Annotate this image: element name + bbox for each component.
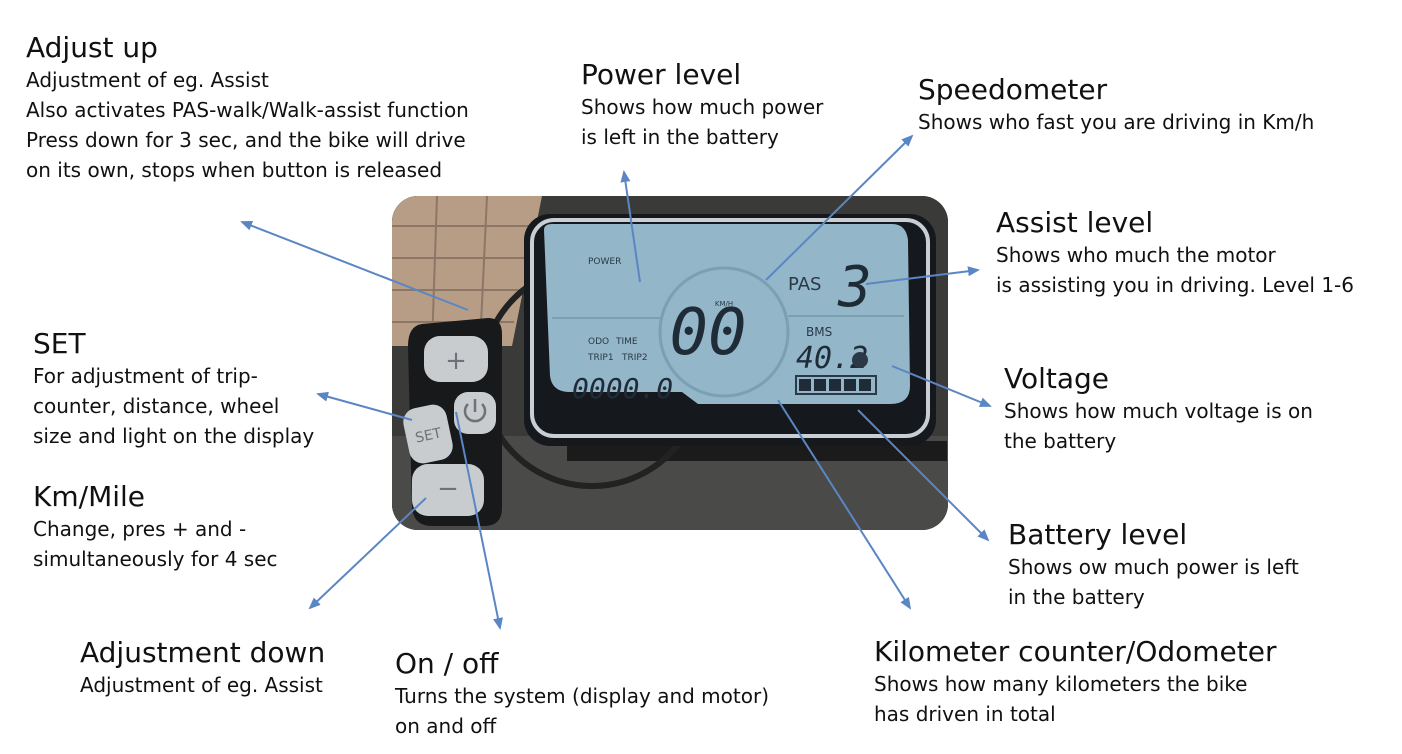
callout-adjustment-down-desc: Adjustment of eg. Assist — [80, 670, 325, 700]
callout-power-level: Power level Shows how much power is left… — [581, 58, 823, 152]
display-illustration: POWER KM/H 00 PAS 3 BMS 40.2 ODO TIME TR… — [392, 196, 948, 530]
battery-outline — [795, 375, 877, 395]
callout-set-line: For adjustment of trip- — [33, 364, 258, 388]
callout-speedometer-desc: Shows who fast you are driving in Km/h — [918, 107, 1314, 137]
battery-segment — [859, 379, 871, 391]
callout-battery-level: Battery level Shows ow much power is lef… — [1008, 518, 1299, 612]
lcd-pas-label: PAS — [788, 274, 821, 295]
callout-power-level-desc: Shows how much power is left in the batt… — [581, 92, 823, 152]
callout-assist-level-desc: Shows who much the motor is assisting yo… — [996, 240, 1354, 300]
callout-odometer-line: Shows how many kilometers the bike — [874, 672, 1248, 696]
callout-assist-level-line: Shows who much the motor — [996, 243, 1276, 267]
callout-adjust-up: Adjust up Adjustment of eg. Assist Also … — [26, 31, 469, 185]
callout-adjust-up-line: Press down for 3 sec, and the bike will … — [26, 128, 466, 152]
callout-adjust-up-line: Adjustment of eg. Assist — [26, 68, 269, 92]
callout-voltage-line: the battery — [1004, 429, 1117, 453]
lcd-frame — [530, 218, 930, 438]
callout-odometer-line: has driven in total — [874, 702, 1056, 726]
battery-segment — [829, 379, 841, 391]
callout-speedometer: Speedometer Shows who fast you are drivi… — [918, 73, 1314, 137]
lcd-trip1-label: TRIP1 — [587, 353, 614, 363]
callout-set-line: counter, distance, wheel — [33, 394, 280, 418]
callout-set: SET For adjustment of trip- counter, dis… — [33, 327, 314, 451]
lcd-kmh-label: KM/H — [715, 300, 733, 308]
plus-button-label: + — [445, 346, 467, 376]
callout-on-off-title: On / off — [395, 647, 499, 680]
callout-on-off-desc: Turns the system (display and motor) on … — [395, 681, 769, 741]
callout-adjust-up-desc: Adjustment of eg. Assist Also activates … — [26, 65, 469, 185]
lcd-battery-bars — [795, 375, 877, 395]
callout-assist-level: Assist level Shows who much the motor is… — [996, 206, 1354, 300]
callout-adjust-up-line: Also activates PAS-walk/Walk-assist func… — [26, 98, 469, 122]
callout-power-level-title: Power level — [581, 58, 742, 91]
lcd-speed-value: 00 — [669, 296, 746, 370]
callout-on-off: On / off Turns the system (display and m… — [395, 647, 769, 741]
callout-voltage: Voltage Shows how much voltage is on the… — [1004, 362, 1313, 456]
callout-set-desc: For adjustment of trip- counter, distanc… — [33, 361, 314, 451]
callout-adjust-up-line: on its own, stops when button is release… — [26, 158, 443, 182]
lcd-odometer-value: 0000.0 — [572, 372, 673, 405]
callout-km-mile-line: simultaneously for 4 sec — [33, 547, 278, 571]
callout-battery-level-line: in the battery — [1008, 585, 1145, 609]
callout-voltage-desc: Shows how much voltage is on the battery — [1004, 396, 1313, 456]
plus-button[interactable] — [424, 336, 488, 382]
callout-battery-level-line: Shows ow much power is left — [1008, 555, 1299, 579]
callout-assist-level-line: is assisting you in driving. Level 1-6 — [996, 273, 1354, 297]
set-button-label: SET — [414, 425, 443, 446]
callout-adjustment-down: Adjustment down Adjustment of eg. Assist — [80, 636, 325, 700]
callout-km-mile-title: Km/Mile — [33, 480, 146, 513]
set-button[interactable] — [401, 402, 456, 466]
callout-odometer: Kilometer counter/Odometer Shows how man… — [874, 635, 1277, 729]
lcd-trip2-label: TRIP2 — [621, 353, 648, 363]
callout-speedometer-line: Shows who fast you are driving in Km/h — [918, 110, 1315, 134]
lcd-voltage-icon — [852, 352, 868, 368]
callout-power-level-line: is left in the battery — [581, 125, 779, 149]
battery-segment — [844, 379, 856, 391]
battery-segment — [814, 379, 826, 391]
minus-button-label: − — [437, 474, 459, 504]
callout-speedometer-title: Speedometer — [918, 73, 1108, 106]
callout-battery-level-desc: Shows ow much power is left in the batte… — [1008, 552, 1299, 612]
callout-battery-level-title: Battery level — [1008, 518, 1188, 551]
callout-adjustment-down-line: Adjustment of eg. Assist — [80, 673, 323, 697]
callout-adjustment-down-title: Adjustment down — [80, 636, 326, 669]
display-photo: POWER KM/H 00 PAS 3 BMS 40.2 ODO TIME TR… — [392, 196, 948, 530]
lcd-center-ring — [658, 266, 790, 398]
power-button[interactable] — [454, 392, 496, 434]
callout-odometer-title: Kilometer counter/Odometer — [874, 635, 1277, 668]
callout-odometer-desc: Shows how many kilometers the bike has d… — [874, 669, 1277, 729]
battery-segment — [799, 379, 811, 391]
callout-voltage-title: Voltage — [1004, 362, 1110, 395]
callout-adjust-up-title: Adjust up — [26, 31, 158, 64]
callout-power-level-line: Shows how much power — [581, 95, 824, 119]
callout-km-mile-desc: Change, pres + and - simultaneously for … — [33, 514, 278, 574]
callout-on-off-line: Turns the system (display and motor) — [395, 684, 770, 708]
callout-voltage-line: Shows how much voltage is on — [1004, 399, 1313, 423]
lcd-odo-label: ODO — [588, 337, 609, 347]
callout-set-title: SET — [33, 327, 86, 360]
lcd-time-label: TIME — [615, 337, 638, 347]
callout-set-line: size and light on the display — [33, 424, 315, 448]
lcd-bms-label: BMS — [806, 325, 832, 339]
lcd-assist-value: 3 — [837, 255, 872, 320]
callout-km-mile: Km/Mile Change, pres + and - simultaneou… — [33, 480, 278, 574]
callout-on-off-line: on and off — [395, 714, 497, 738]
lcd-power-label: POWER — [588, 257, 621, 267]
callout-km-mile-line: Change, pres + and - — [33, 517, 247, 541]
callout-assist-level-title: Assist level — [996, 206, 1154, 239]
